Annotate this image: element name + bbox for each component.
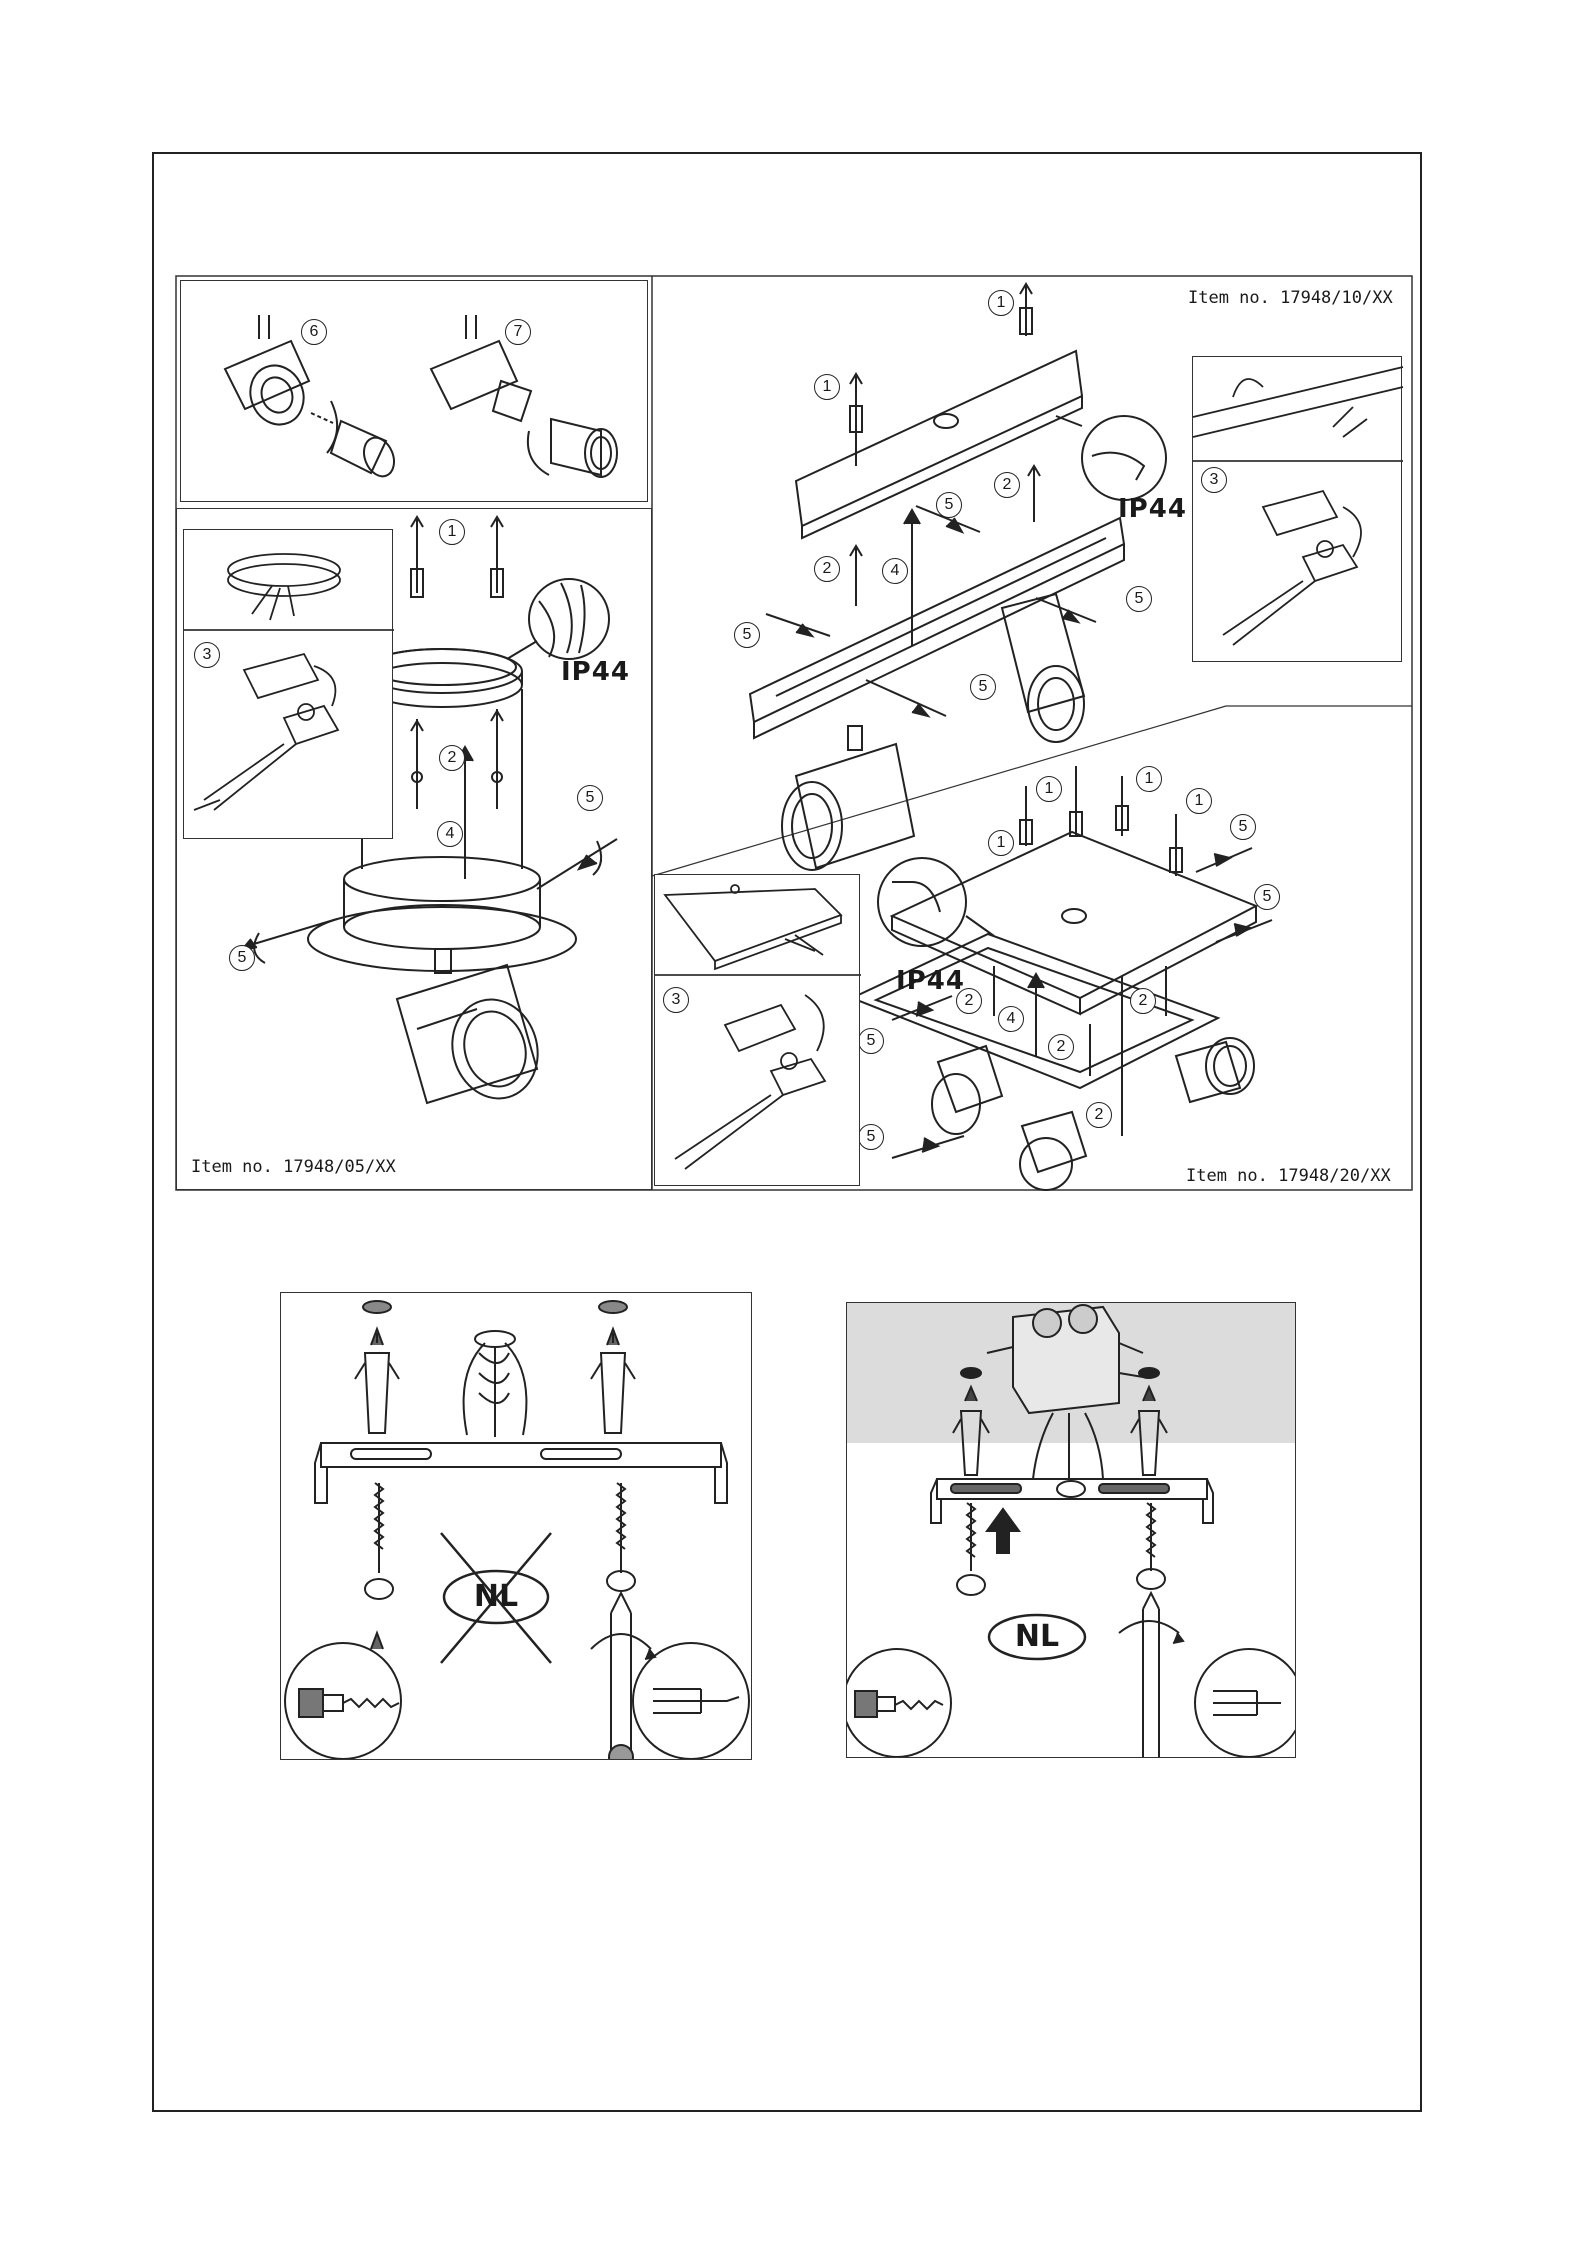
mounting-wrong-drawing <box>281 1293 752 1760</box>
square-step-2d: 2 <box>1086 1102 1112 1128</box>
square-step-5b: 5 <box>1254 884 1280 910</box>
square-step-1d: 1 <box>1186 788 1212 814</box>
nl-mark: NL <box>999 1619 1075 1654</box>
square-step-2c: 2 <box>1048 1034 1074 1060</box>
square-step-1b: 1 <box>1036 776 1062 802</box>
mounting-correct-panel: NL <box>846 1302 1296 1758</box>
square-wiring-drawing <box>655 875 861 1187</box>
assembly-diagram: 6 7 <box>176 276 1412 1190</box>
square-step-2b: 2 <box>1130 988 1156 1014</box>
square-step-3: 3 <box>663 987 689 1013</box>
square-wiring-inset: 3 <box>654 874 860 1186</box>
mounting-wrong-panel: NL <box>280 1292 752 1760</box>
square-step-1c: 1 <box>1136 766 1162 792</box>
square-item-number: Item no. 17948/20/XX <box>1186 1166 1391 1186</box>
mounting-correct-drawing <box>847 1303 1296 1758</box>
nl-mark-crossed: NL <box>459 1579 533 1614</box>
square-step-4: 4 <box>998 1006 1024 1032</box>
square-ip-rating: IP44 <box>896 966 965 996</box>
square-step-5d: 5 <box>858 1124 884 1150</box>
square-step-1a: 1 <box>988 830 1014 856</box>
square-step-5a: 5 <box>1230 814 1256 840</box>
square-step-5c: 5 <box>858 1028 884 1054</box>
